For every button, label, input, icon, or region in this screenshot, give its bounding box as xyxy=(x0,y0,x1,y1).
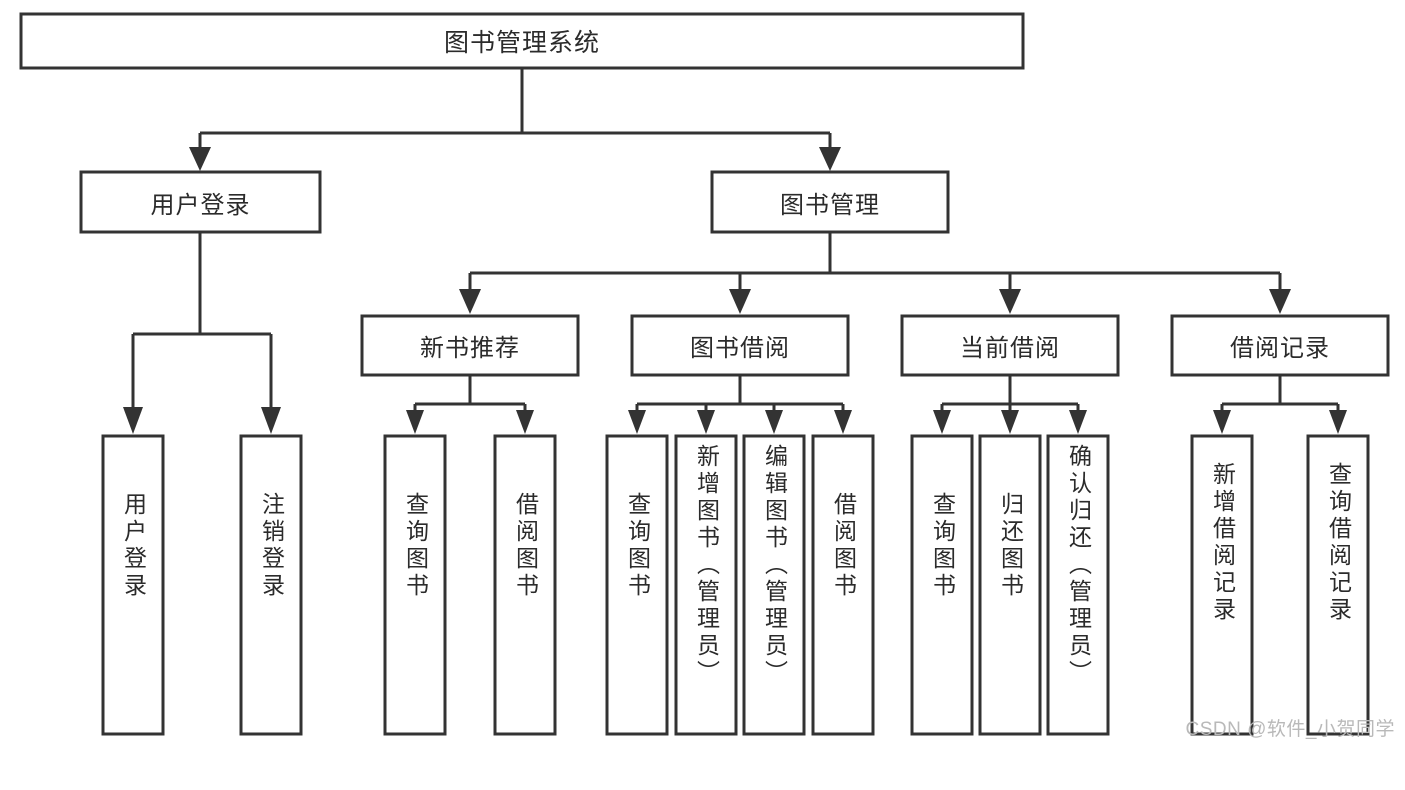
arrow-head-book-manage xyxy=(819,147,841,171)
node-current-borrow[interactable] xyxy=(900,314,1120,377)
node-leaf-nb-borrow-book[interactable] xyxy=(493,434,557,736)
arrow-head-bb-query xyxy=(628,410,646,434)
arrow-head-new-book xyxy=(459,289,481,314)
node-leaf-br-query-record[interactable] xyxy=(1306,434,1370,736)
arrow-head-current-borrow xyxy=(999,289,1021,314)
arrow-head-cb-return xyxy=(1001,410,1019,434)
arrow-head-cb-query xyxy=(933,410,951,434)
arrow-head-borrow-record xyxy=(1269,289,1291,314)
node-borrow-record[interactable] xyxy=(1170,314,1390,377)
node-root-system[interactable] xyxy=(19,12,1025,70)
node-leaf-user-login[interactable] xyxy=(101,434,165,736)
node-leaf-bb-edit-book[interactable] xyxy=(742,434,806,736)
arrow-head-nb-query xyxy=(406,410,424,434)
arrow-head-nb-borrow xyxy=(516,410,534,434)
arrow-head-br-query xyxy=(1329,410,1347,434)
node-user-login[interactable] xyxy=(79,170,322,234)
node-leaf-bb-add-book[interactable] xyxy=(674,434,738,736)
node-leaf-nb-query-book[interactable] xyxy=(383,434,447,736)
arrow-head-bb-borrow xyxy=(834,410,852,434)
arrow-head-br-add xyxy=(1213,410,1231,434)
node-leaf-logout[interactable] xyxy=(239,434,303,736)
hierarchy-diagram-svg xyxy=(19,12,1390,736)
node-leaf-cb-confirm-return[interactable] xyxy=(1046,434,1110,736)
node-leaf-bb-query-book[interactable] xyxy=(605,434,669,736)
node-new-book-recommend[interactable] xyxy=(360,314,580,377)
arrow-head-bb-add xyxy=(697,410,715,434)
arrow-head-user-login xyxy=(189,147,211,171)
node-leaf-cb-return-book[interactable] xyxy=(978,434,1042,736)
arrow-head-leaf-user-login xyxy=(123,407,143,434)
arrow-head-bb-edit xyxy=(765,410,783,434)
node-leaf-bb-borrow-book[interactable] xyxy=(811,434,875,736)
arrow-head-cb-confirm xyxy=(1069,410,1087,434)
node-book-borrow[interactable] xyxy=(630,314,850,377)
diagram-canvas: 图书管理系统 用户登录 图书管理 新书推荐 图书借阅 当前借阅 借阅记录 用户登… xyxy=(19,12,1394,740)
node-leaf-br-add-record[interactable] xyxy=(1190,434,1254,736)
arrow-head-book-borrow xyxy=(729,289,751,314)
node-leaf-cb-query-book[interactable] xyxy=(910,434,974,736)
node-book-manage[interactable] xyxy=(710,170,950,234)
arrow-head-leaf-logout xyxy=(261,407,281,434)
